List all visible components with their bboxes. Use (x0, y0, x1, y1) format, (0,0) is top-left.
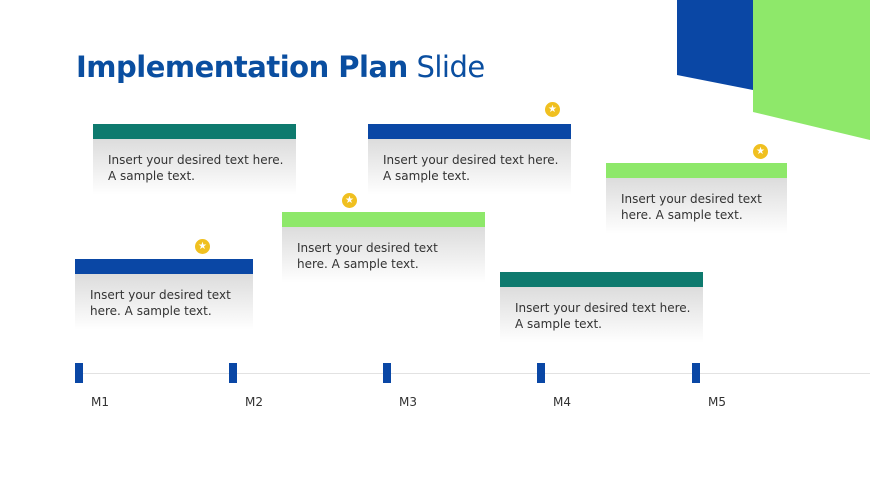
milestone-marker (75, 363, 83, 383)
timeline-axis (75, 373, 870, 374)
star-icon: ★ (545, 102, 560, 117)
green-corner-shape (753, 0, 870, 140)
milestone-marker (383, 363, 391, 383)
milestone-label: M5 (708, 395, 726, 409)
card-6: Insert your desired text here.A sample t… (500, 272, 703, 343)
star-icon: ★ (195, 239, 210, 254)
milestone-marker (692, 363, 700, 383)
milestone-label: M1 (91, 395, 109, 409)
card-1: Insert your desired text here.A sample t… (93, 124, 296, 195)
star-icon: ★ (753, 144, 768, 159)
milestone-label: M3 (399, 395, 417, 409)
milestone-marker (537, 363, 545, 383)
milestone-label: M2 (245, 395, 263, 409)
blue-corner-shape (677, 0, 753, 90)
milestone-marker (229, 363, 237, 383)
card-2: Insert your desired text here.A sample t… (368, 124, 571, 195)
page-title: Implementation Plan Slide (76, 50, 485, 84)
star-icon: ★ (342, 193, 357, 208)
milestone-label: M4 (553, 395, 571, 409)
